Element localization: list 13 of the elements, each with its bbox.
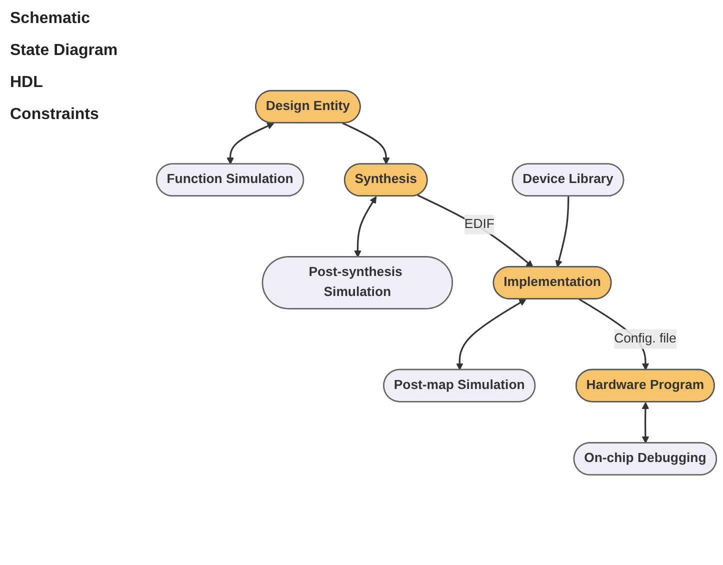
note-label: HDL — [10, 74, 44, 92]
arrow — [555, 196, 570, 268]
arrow — [354, 196, 377, 258]
note-label: State Diagram — [10, 42, 119, 60]
edge-label: EDIF — [464, 216, 494, 231]
arrow — [226, 122, 274, 164]
arrow — [342, 122, 390, 164]
note-label: Schematic — [10, 10, 92, 28]
edge-label: Config. file — [614, 331, 676, 346]
note-label: Constraints — [10, 106, 100, 124]
arrow — [417, 194, 534, 268]
arrow — [642, 402, 650, 444]
arrow — [456, 298, 526, 370]
